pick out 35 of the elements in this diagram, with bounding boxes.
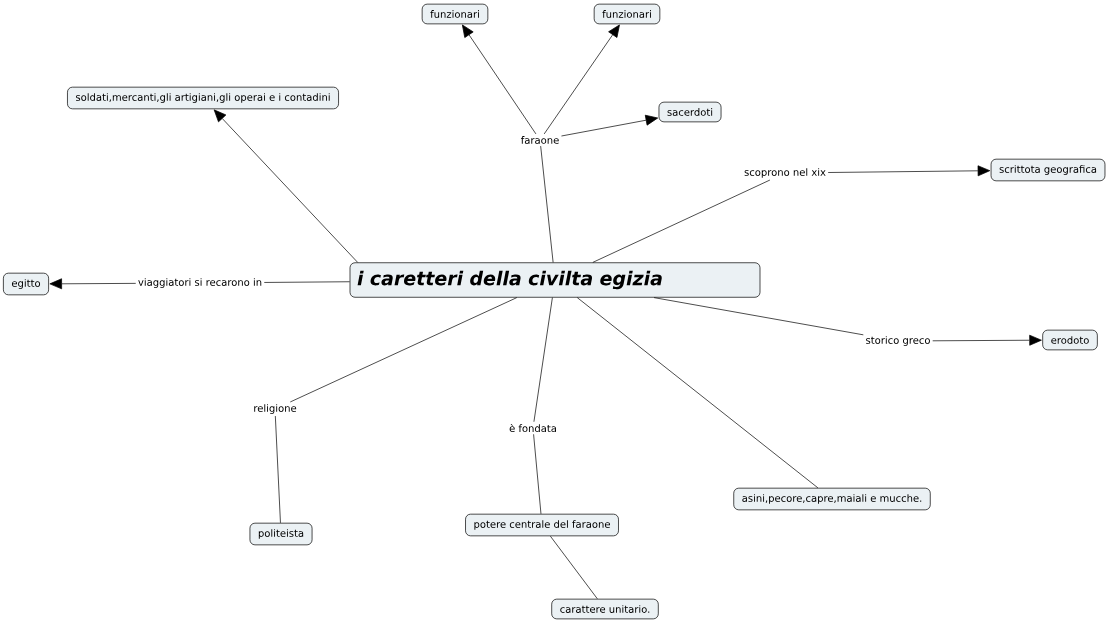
concept-box: soldati,mercanti,gli artigiani,gli operai e i contadini — [67, 86, 339, 110]
connector-line — [533, 433, 542, 515]
linking-phrase: religione — [251, 402, 299, 416]
concept-box: asini,pecore,capre,maiali e mucche. — [733, 487, 931, 511]
concept-box: carattere unitario. — [551, 598, 659, 620]
concept-box: erodoto — [1042, 329, 1098, 351]
linking-phrase: è fondata — [507, 421, 559, 435]
connector-line — [289, 297, 518, 403]
main-concept-box: i caretteri della civilta egizia — [349, 262, 761, 298]
connector-line — [275, 415, 281, 524]
concept-box: scrittota geografica — [990, 158, 1106, 182]
concept-box: sacerdoti — [658, 101, 722, 123]
arrow — [827, 165, 991, 177]
connector-line — [263, 281, 350, 283]
concept-box: potere centrale del faraone — [465, 513, 619, 537]
arrow — [213, 109, 358, 263]
linking-phrase: scoprono nel xix — [742, 166, 828, 180]
concept-box: politeista — [249, 522, 313, 546]
connector-line — [653, 297, 864, 336]
connector-line — [533, 297, 553, 423]
arrow — [561, 114, 659, 137]
connector-line — [576, 297, 819, 489]
concept-box: egitto — [3, 272, 49, 296]
linking-phrase: viaggiatori si recarono in — [135, 276, 265, 290]
connector-line — [550, 535, 598, 600]
connector-line — [540, 145, 554, 263]
connector-line — [592, 179, 771, 263]
linking-phrase: faraone — [518, 134, 562, 146]
concept-box: funzionari — [593, 3, 661, 25]
arrow — [932, 334, 1042, 346]
arrow — [543, 24, 620, 135]
arrow — [49, 278, 137, 290]
arrow — [462, 24, 537, 135]
linking-phrase: storico greco — [863, 334, 933, 348]
concept-box: funzionari — [421, 3, 489, 25]
